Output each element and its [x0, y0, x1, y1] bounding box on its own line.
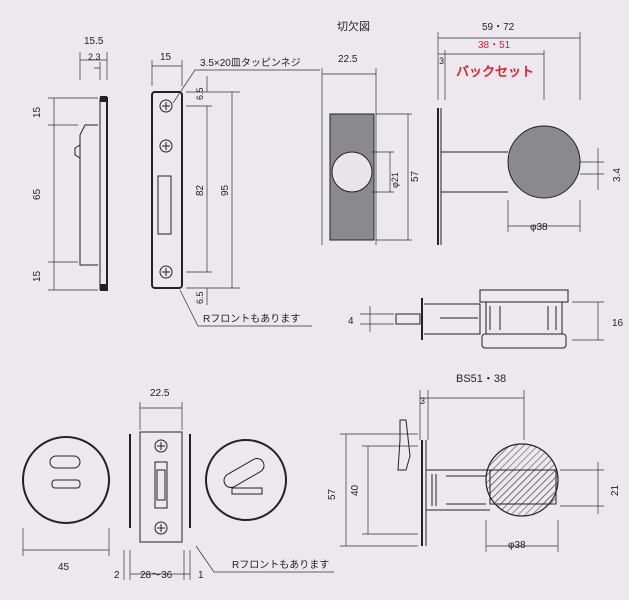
backset-heading: バックセット: [456, 64, 534, 79]
dim-3-top: 3: [439, 56, 444, 66]
dim-6-5-top: 6.5: [195, 87, 205, 100]
dim-21: 21: [610, 484, 621, 496]
dim-95: 95: [220, 184, 231, 196]
screw-spec-label: 3.5×20皿タッピンネジ: [200, 57, 301, 69]
r-front-note-top: Rフロントもあります: [203, 313, 300, 325]
r-front-note-bottom: Rフロントもあります: [232, 559, 329, 571]
side-profile-view: 15.5 2.3 15 65 15: [32, 36, 108, 291]
dim-15-5: 15.5: [84, 36, 104, 47]
face-plate-view: 15 3.5×20皿タッピンネジ 6.5 82 95 6.5 Rフロントもありま…: [151, 52, 320, 327]
strike-plate-view: 22.5 2 28〜36 1: [114, 388, 204, 581]
dim-2: 2: [114, 570, 120, 581]
dim-3-4: 3.4: [612, 168, 623, 182]
dim-4: 4: [348, 316, 354, 327]
dim-3-bot: 3: [420, 396, 425, 406]
dim-2-3: 2.3: [88, 52, 101, 62]
thumb-turn-view: Rフロントもあります: [195, 439, 334, 573]
dim-phi38-top: φ38: [530, 222, 548, 233]
mechanism-view: 4 16: [348, 289, 624, 349]
dim-phi38-bot: φ38: [508, 540, 526, 551]
section-view: BS51・38 3 57 40 21 φ38: [327, 373, 621, 552]
dim-6-5-bot: 6.5: [195, 291, 205, 304]
dim-57-cut: 57: [410, 170, 421, 182]
dim-16: 16: [612, 318, 624, 329]
dim-15-plate: 15: [160, 52, 172, 63]
backset-bottom-label: BS51・38: [456, 373, 506, 385]
dim-40: 40: [350, 484, 361, 496]
dim-15-bot: 15: [32, 270, 43, 282]
cutout-view: 切欠図 22.5 φ21 57: [321, 19, 421, 245]
dim-22-5-bot: 22.5: [150, 388, 170, 399]
indicator-escutcheon-view: 45: [22, 436, 110, 573]
dim-22-5-cut: 22.5: [338, 54, 358, 65]
dim-65: 65: [32, 188, 43, 200]
dim-57-bot: 57: [327, 488, 338, 500]
dim-82: 82: [195, 184, 206, 196]
dim-phi21: φ21: [390, 172, 400, 188]
dim-38-51: 38・51: [478, 40, 511, 51]
dim-1: 1: [198, 570, 204, 581]
dim-28-36: 28〜36: [140, 570, 173, 581]
backset-view: 59・72 38・51 3 バックセット φ38 3.4: [437, 22, 623, 245]
dim-45: 45: [58, 562, 70, 573]
dim-59-72: 59・72: [482, 22, 515, 33]
cutout-title: 切欠図: [337, 19, 370, 33]
dim-15-top: 15: [32, 106, 43, 118]
